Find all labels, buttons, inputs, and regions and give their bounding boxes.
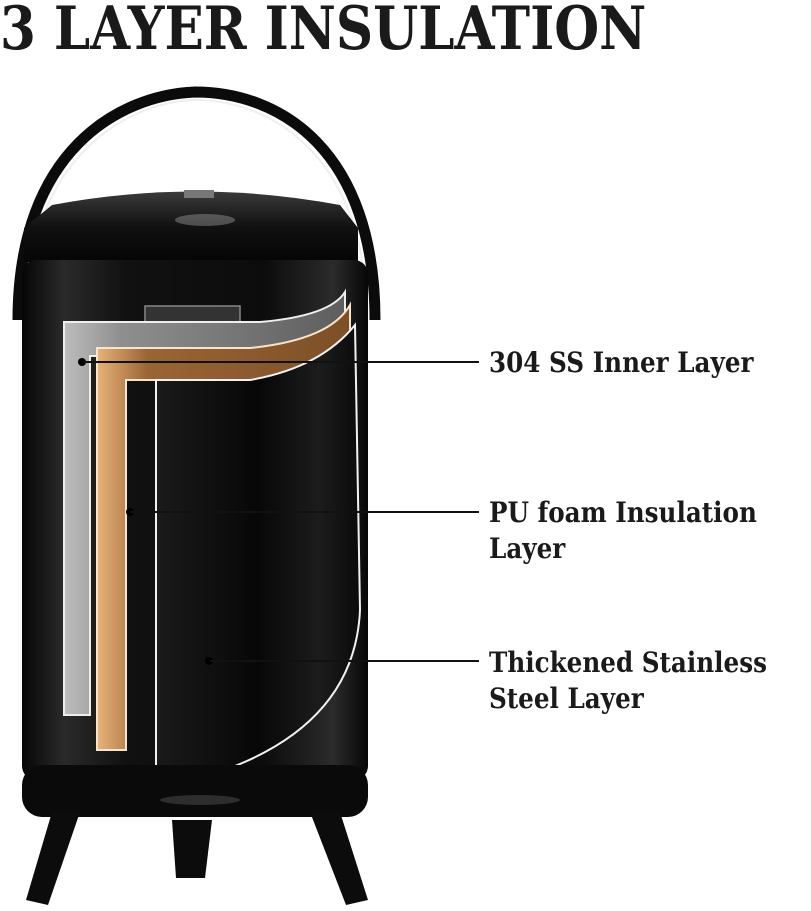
callout-label-inner: 304 SS Inner Layer xyxy=(489,346,754,379)
page-title: 3 LAYER INSULATION xyxy=(0,0,647,64)
leg-right xyxy=(310,812,368,905)
callout-dot-inner xyxy=(78,358,86,366)
handle xyxy=(12,86,381,321)
lid xyxy=(24,191,358,262)
base xyxy=(22,765,368,817)
callout-leader-steel xyxy=(210,660,479,662)
leg-left xyxy=(26,812,80,905)
leg-center xyxy=(172,820,212,878)
callout-leader-foam xyxy=(130,511,479,513)
callout-leader-inner xyxy=(84,361,479,363)
callout-dot-steel xyxy=(205,657,213,665)
